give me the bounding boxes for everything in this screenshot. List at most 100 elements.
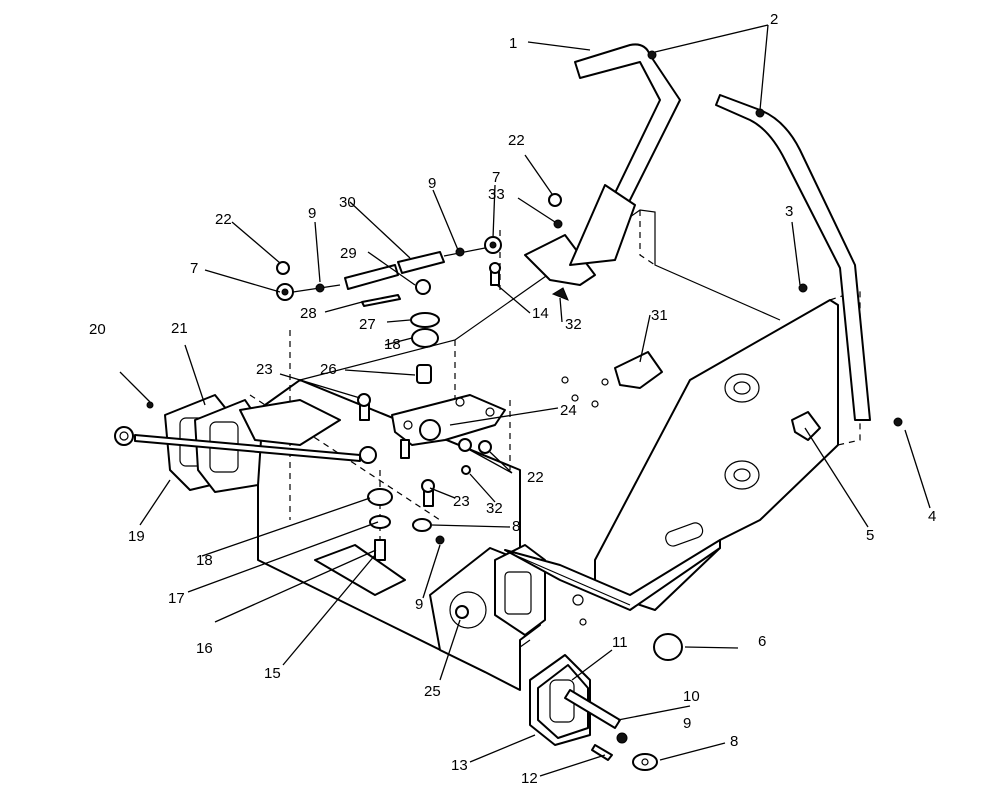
- clip-32-upper: [551, 287, 569, 301]
- shift-lever-paddle: [524, 234, 596, 286]
- plate-hole: [403, 420, 413, 430]
- shift-lever-assembly: [524, 43, 871, 421]
- callout-25: 25: [424, 683, 441, 700]
- spacer-26: [416, 364, 432, 384]
- callout-27: 27: [359, 316, 376, 333]
- callout-8: 8: [512, 518, 520, 535]
- right-wall-hole-upper-inner: [733, 381, 751, 395]
- plate-15: [314, 544, 406, 596]
- callout-9: 9: [308, 205, 316, 222]
- lever-grip-mark: [647, 50, 657, 60]
- callout-1: 1: [509, 35, 517, 52]
- nut-22-left: [276, 261, 290, 275]
- washer-17: [369, 515, 391, 529]
- nut-22-top: [548, 193, 562, 207]
- callout-22: 22: [215, 211, 232, 228]
- callout-14: 14: [532, 305, 549, 322]
- hole: [571, 394, 579, 402]
- callout-4: 4: [928, 508, 936, 525]
- callout-24: 24: [560, 402, 577, 419]
- rod-end-7-right-hole: [489, 241, 497, 249]
- slot-bracket: [494, 544, 546, 636]
- callout-22: 22: [508, 132, 525, 149]
- callout-11: 11: [612, 634, 628, 651]
- callout-32: 32: [486, 500, 503, 517]
- pin-20: [146, 401, 154, 409]
- rod-end-right: [359, 446, 377, 464]
- rod-sleeve-29: [344, 264, 399, 290]
- callout-8: 8: [730, 733, 738, 750]
- rod-sleeve-30: [397, 251, 445, 274]
- plug-6: [653, 633, 683, 661]
- bolt-23-mid: [400, 439, 410, 459]
- nut-22-center: [415, 279, 431, 295]
- callout-21: 21: [171, 320, 188, 337]
- bolt-14-head: [489, 262, 501, 274]
- callout-12: 12: [521, 770, 538, 787]
- callout-6: 6: [758, 633, 766, 650]
- callout-13: 13: [451, 757, 468, 774]
- callout-30: 30: [339, 194, 356, 211]
- pin-4: [893, 417, 903, 427]
- hole: [601, 378, 609, 386]
- shaft-10: [564, 689, 621, 729]
- nut-9-lower: [616, 732, 628, 744]
- pin-3: [798, 283, 808, 293]
- callout-32: 32: [565, 316, 582, 333]
- washer-33: [553, 219, 563, 229]
- arm-bracket: [239, 399, 341, 446]
- callout-28: 28: [300, 305, 317, 322]
- callout-31: 31: [651, 307, 668, 324]
- floor-plate-edge: [509, 552, 631, 606]
- bolt-23-lower-head: [421, 479, 435, 493]
- callout-7: 7: [492, 169, 500, 186]
- shift-lever-2: [715, 94, 871, 421]
- plate-hole: [485, 407, 495, 417]
- front-plate-hole: [449, 591, 487, 629]
- callout-19: 19: [128, 528, 145, 545]
- bolt-23-upper-head: [357, 393, 371, 407]
- callout-33: 33: [488, 186, 505, 203]
- frame-right-wall: [594, 299, 839, 611]
- top-linkage: [276, 236, 502, 307]
- right-wall-hole-lower: [724, 460, 760, 490]
- lower-assembly: [529, 654, 658, 771]
- callout-2: 2: [770, 11, 778, 28]
- callout-9: 9: [415, 596, 423, 613]
- hole: [591, 400, 599, 408]
- callout-17: 17: [168, 590, 185, 607]
- hole: [561, 376, 569, 384]
- callout-16: 16: [196, 640, 213, 657]
- center-stack: [391, 279, 506, 475]
- callout-23: 23: [256, 361, 273, 378]
- stud-16: [374, 539, 386, 561]
- callout-15: 15: [264, 665, 281, 682]
- hole: [572, 594, 584, 606]
- rod-end-8-lower: [632, 753, 658, 771]
- left-linkage: [114, 394, 377, 493]
- callout-9: 9: [428, 175, 436, 192]
- nut-9-center: [435, 535, 445, 545]
- callout-10: 10: [683, 688, 700, 705]
- cotter-32-lower: [461, 465, 471, 475]
- callout-26: 26: [320, 361, 337, 378]
- spring-28: [361, 294, 401, 307]
- rod-end-8-lower-hole: [641, 758, 649, 766]
- nut-22-b: [478, 440, 492, 454]
- callout-9: 9: [683, 715, 691, 732]
- frame-top-edge: [299, 209, 781, 381]
- callout-5: 5: [866, 527, 874, 544]
- floor-plate: [504, 539, 721, 611]
- callout-3: 3: [785, 203, 793, 220]
- right-wall-hole-lower-inner: [733, 468, 751, 482]
- callout-18: 18: [384, 336, 401, 353]
- shift-lever-bracket: [569, 184, 636, 266]
- callout-18: 18: [196, 552, 213, 569]
- plate-24-boss: [419, 419, 441, 441]
- bolt-25: [455, 605, 469, 619]
- shift-lever-1: [574, 43, 681, 261]
- callout-7: 7: [190, 260, 198, 277]
- frame-assembly: [257, 209, 839, 691]
- right-wall-hole-upper: [724, 373, 760, 403]
- right-wall-slot: [665, 522, 704, 547]
